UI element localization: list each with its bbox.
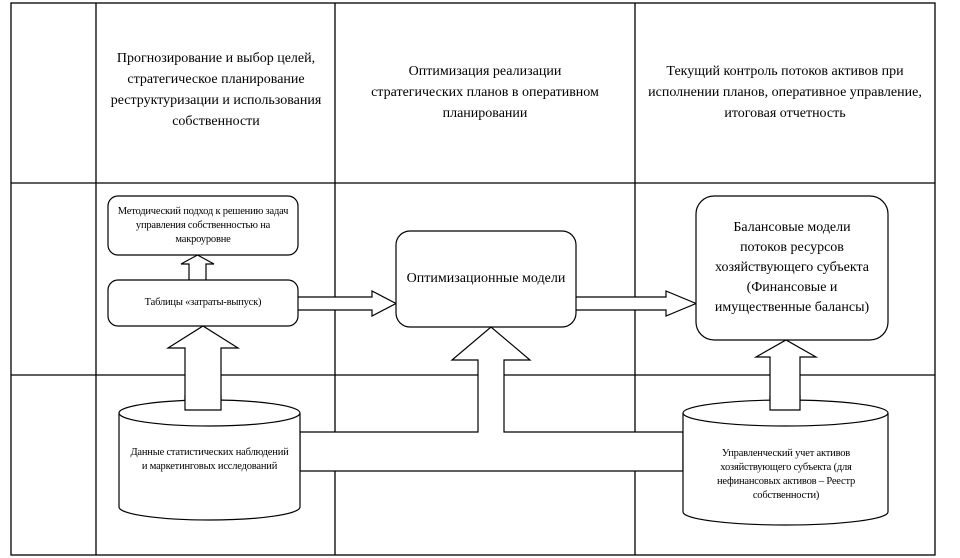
node-method-label: Методический подход к решению задач упра… (112, 198, 294, 253)
node-accounting-cylinder (682, 399, 889, 526)
arrow-statdata-shaft-cap (184, 395, 222, 411)
node-accounting-label: Управленческий учет активов хозяйствующе… (694, 440, 878, 510)
grid-outer-border (10, 2, 936, 556)
node-accounting-text: Управленческий учет активов хозяйствующе… (716, 448, 856, 501)
node-optimization-text: Оптимизационные модели (406, 271, 566, 286)
column-header-strategic: Прогнозирование и выбор целей, стратегич… (100, 40, 332, 140)
node-method-box (107, 195, 299, 256)
node-statdata-text: Данные статистических наблюдений и марке… (130, 447, 289, 472)
arrow-data-to-optimization (299, 326, 684, 472)
node-statdata-cylinder (118, 399, 301, 521)
arrow-tables-to-optimization (298, 290, 398, 317)
node-tables-text: Таблицы «затраты-выпуск) (144, 297, 262, 308)
column-header-strategic-text: Прогнозирование и выбор целей, стратегич… (110, 51, 322, 129)
column-header-control: Текущий контроль потоков активов при исп… (640, 60, 930, 124)
node-method-text: Методический подход к решению задач упра… (117, 205, 289, 245)
node-balance-label: Балансовые модели потоков ресурсов хозяй… (712, 200, 872, 336)
column-header-operational-text: Оптимизация реализации стратегических пл… (371, 63, 599, 121)
node-tables-label: Таблицы «затраты-выпуск) (112, 282, 294, 324)
arrow-optimization-to-balance (576, 290, 698, 317)
node-balance-box (695, 195, 889, 341)
node-balance-text: Балансовые модели потоков ресурсов хозяй… (714, 220, 870, 315)
arrow-tables-to-method (180, 254, 215, 280)
column-header-operational: Оптимизация реализации стратегических пл… (365, 60, 605, 124)
arrow-accounting-shaft-cap (769, 395, 801, 411)
column-header-control-text: Текущий контроль потоков активов при исп… (648, 63, 922, 121)
node-tables-box (107, 279, 299, 327)
node-statdata-label: Данные статистических наблюдений и марке… (128, 432, 291, 488)
node-optimization-label: Оптимизационные модели (405, 240, 567, 318)
node-optimization-box (395, 230, 577, 328)
